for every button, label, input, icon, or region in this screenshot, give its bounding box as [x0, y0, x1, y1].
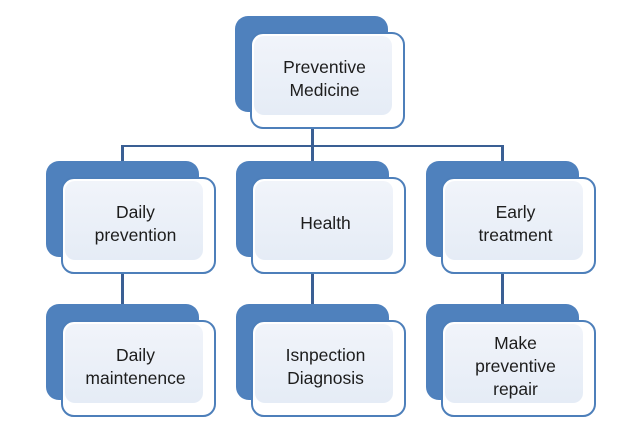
node-label: Daily maintenence: [85, 344, 186, 388]
node-panel: [65, 181, 203, 260]
node-early-treatment: Early treatment: [426, 161, 596, 275]
node-daily-maintenence: Daily maintenence: [46, 304, 216, 418]
connector-bus: [121, 144, 504, 147]
node-panel: [255, 324, 393, 403]
node-panel: [254, 36, 392, 115]
node-label: Early treatment: [478, 201, 553, 245]
node-box: Isnpection Diagnosis: [251, 320, 406, 417]
connector-health-to-isnpection-diagnosis: [311, 255, 314, 325]
node-isnpection-diagnosis: Isnpection Diagnosis: [236, 304, 406, 418]
node-health: Health: [236, 161, 406, 275]
node-label: Daily prevention: [94, 201, 177, 245]
connector-daily-prevention-to-daily-maintenence: [121, 255, 124, 325]
node-label: Make preventive repair: [475, 333, 556, 399]
node-panel: [445, 181, 583, 260]
node-panel: [445, 324, 583, 403]
node-label: Isnpection Diagnosis: [285, 344, 366, 388]
node-box: Early treatment: [441, 177, 596, 274]
node-box: Preventive Medicine: [250, 32, 405, 129]
node-label: Health: [300, 213, 351, 234]
node-box: Daily maintenence: [61, 320, 216, 417]
node-box: Health: [251, 177, 406, 274]
node-daily-prevention: Daily prevention: [46, 161, 216, 275]
node-box: Daily prevention: [61, 177, 216, 274]
node-label: Preventive Medicine: [283, 56, 366, 100]
node-panel: [65, 324, 203, 403]
node-make-preventive-repair: Make preventive repair: [426, 304, 596, 418]
node-box: Make preventive repair: [441, 320, 596, 417]
node-preventive-medicine: Preventive Medicine: [235, 16, 405, 130]
connector-early-treatment-to-make-preventive-repair: [501, 255, 504, 325]
node-panel: [255, 181, 393, 260]
